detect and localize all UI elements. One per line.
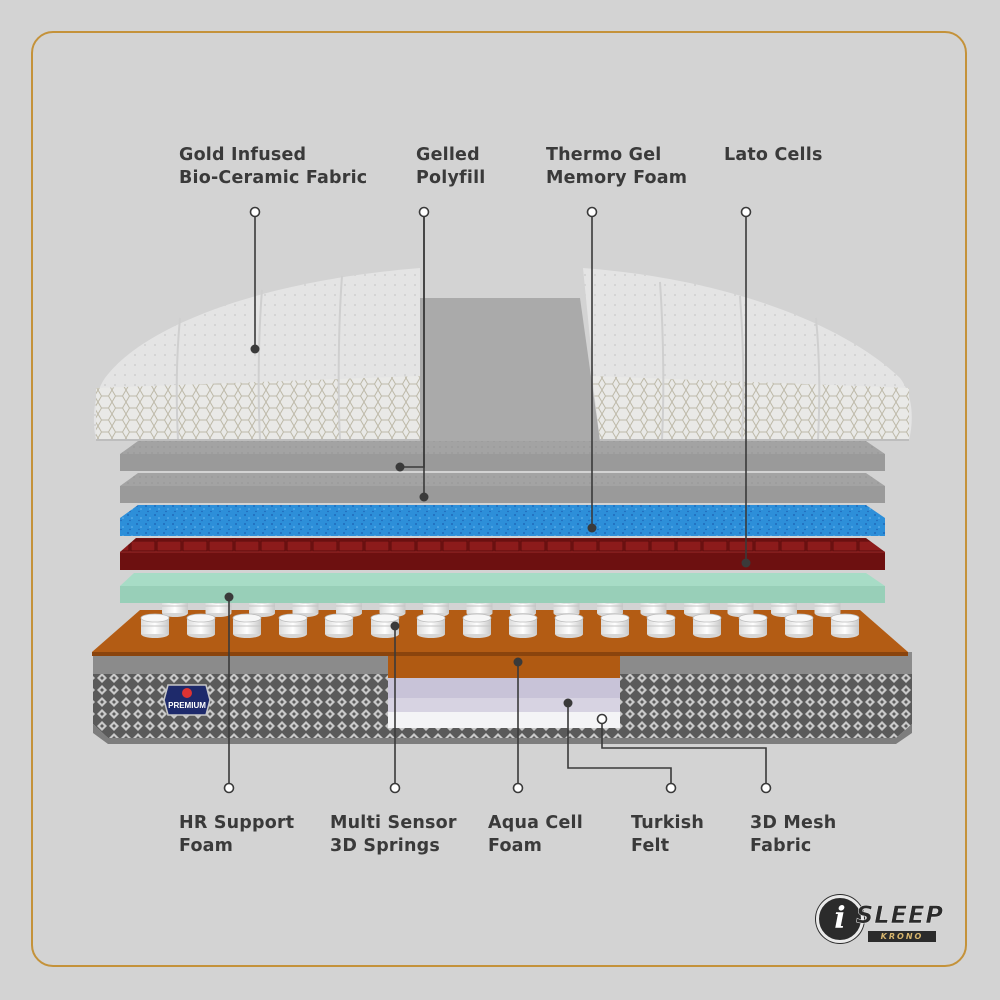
marker-springs-bottom: [389, 782, 401, 794]
label-3d-mesh-fabric: 3D Mesh Fabric: [750, 813, 837, 856]
brand-name: SLEEP: [856, 901, 944, 930]
leader-lines: [228, 212, 767, 788]
spring-coil: [324, 613, 354, 638]
marker-gold-top: [249, 206, 261, 218]
base-unit: PREMIUM: [93, 652, 912, 744]
label-lato-cells: Lato Cells: [724, 145, 823, 165]
leader-points: [223, 206, 772, 794]
spring-coil: [554, 613, 584, 638]
badge-text: PREMIUM: [168, 701, 206, 710]
thermo-gel-memory-foam-layer: [120, 505, 885, 536]
spring-coil: [830, 613, 860, 638]
brand-mark-icon: i: [816, 895, 864, 943]
lato-cells-layer: [120, 538, 885, 570]
label-gold-infused-bio-ceramic-fabric: Gold Infused Bio-Ceramic Fabric: [179, 145, 368, 188]
marker-lato-top: [740, 206, 752, 218]
spring-coil: [140, 613, 170, 638]
spring-coil: [370, 613, 400, 638]
label-turkish-felt: Turkish Felt: [631, 813, 705, 856]
spring-coil: [416, 613, 446, 638]
spring-coil: [600, 613, 630, 638]
label-hr-support-foam: HR Support Foam: [179, 813, 295, 856]
spring-coil: [784, 613, 814, 638]
top-fabric-left: [93, 268, 420, 441]
marker-mesh-bottom: [760, 782, 772, 794]
label-multi-sensor-3d-springs: Multi Sensor 3D Springs: [330, 813, 457, 856]
premium-badge: PREMIUM: [163, 684, 211, 716]
spring-coil: [232, 613, 262, 638]
spring-coil: [646, 613, 676, 638]
label-aqua-cell-foam: Aqua Cell Foam: [488, 813, 583, 856]
brand-logo: i SLEEP KRONO: [812, 893, 947, 949]
marker-thermo-top: [586, 206, 598, 218]
spring-coil: [186, 613, 216, 638]
spring-coil: [738, 613, 768, 638]
label-thermo-gel-memory-foam: Thermo Gel Memory Foam: [546, 145, 688, 188]
hr-support-foam-layer: [120, 573, 885, 603]
spring-coil: [278, 613, 308, 638]
spring-coil: [508, 613, 538, 638]
brand-sub: KRONO: [868, 931, 936, 942]
marker-aqua-bottom: [512, 782, 524, 794]
spring-coil: [692, 613, 722, 638]
gelled-polyfill-layers: [120, 298, 885, 503]
label-gelled-polyfill: Gelled Polyfill: [416, 145, 486, 188]
top-fabric-right: [583, 268, 912, 441]
marker-polyfill-top: [418, 206, 430, 218]
spring-coil: [462, 613, 492, 638]
marker-hr-bottom: [223, 782, 235, 794]
frame-border: [31, 31, 967, 967]
marker-felt-bottom: [665, 782, 677, 794]
